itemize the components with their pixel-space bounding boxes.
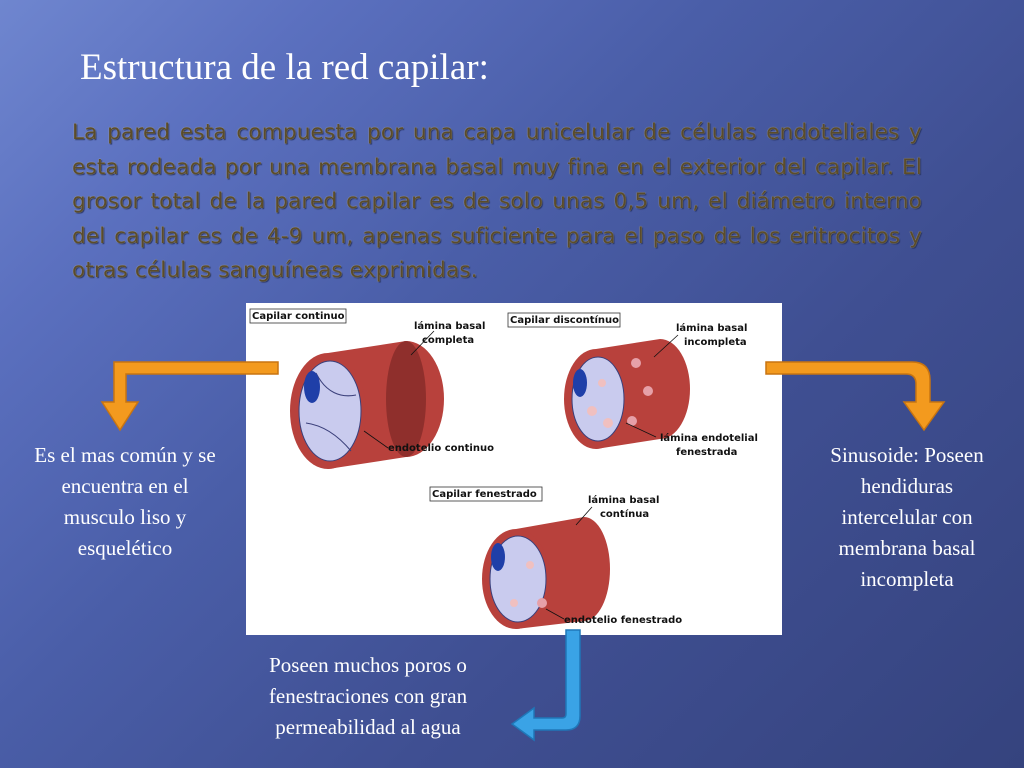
discontinuo-label-2a: lámina endotelial (660, 432, 758, 444)
capillary-diagram: Capilar continuo lámina basal completa e… (249, 308, 758, 629)
capilar-continuo-heading: Capilar continuo (252, 311, 345, 322)
discontinuo-label-1a: lámina basal (676, 322, 747, 334)
slide-title: Estructura de la red capilar: (80, 47, 489, 88)
continuo-far-end (386, 341, 426, 457)
capilar-fenestrado-diagram: Capilar fenestrado lámina basal contínua… (429, 486, 682, 629)
continuo-label-2: endotelio continuo (388, 443, 494, 454)
discontinuo-label-1b: incompleta (684, 337, 747, 348)
body-paragraph: La pared esta compuesta por una capa uni… (72, 120, 922, 283)
continuo-label-1b: completa (422, 335, 474, 346)
capilar-discontinuo-diagram: Capilar discontínuo lámina basal incompl… (507, 312, 758, 458)
sinusoide-description: Sinusoide: Poseen hendiduras intercelula… (830, 443, 984, 591)
bottom-arrow-icon (510, 629, 581, 742)
continuo-nucleus (304, 371, 320, 403)
capilar-continuo-diagram: Capilar continuo lámina basal completa e… (249, 308, 494, 469)
capilar-discontinuo-heading: Capilar discontínuo (510, 314, 619, 326)
continuo-label-1a: lámina basal (414, 320, 485, 332)
fenestrado-description: Poseen muchos poros o fenestraciones con… (268, 653, 468, 739)
continuo-description: Es el mas común y se encuentra en el mus… (34, 443, 216, 560)
discontinuo-label-2b: fenestrada (676, 447, 737, 458)
right-arrow-icon (765, 361, 946, 432)
fenestrado-label-2: endotelio fenestrado (564, 615, 682, 626)
fenestrado-label-1b: contínua (600, 508, 649, 520)
left-arrow-icon (100, 361, 279, 432)
capilar-fenestrado-heading: Capilar fenestrado (432, 489, 537, 500)
fenestrado-label-1a: lámina basal (588, 494, 659, 506)
capillary-figure: Capilar continuo lámina basal completa e… (246, 303, 782, 635)
